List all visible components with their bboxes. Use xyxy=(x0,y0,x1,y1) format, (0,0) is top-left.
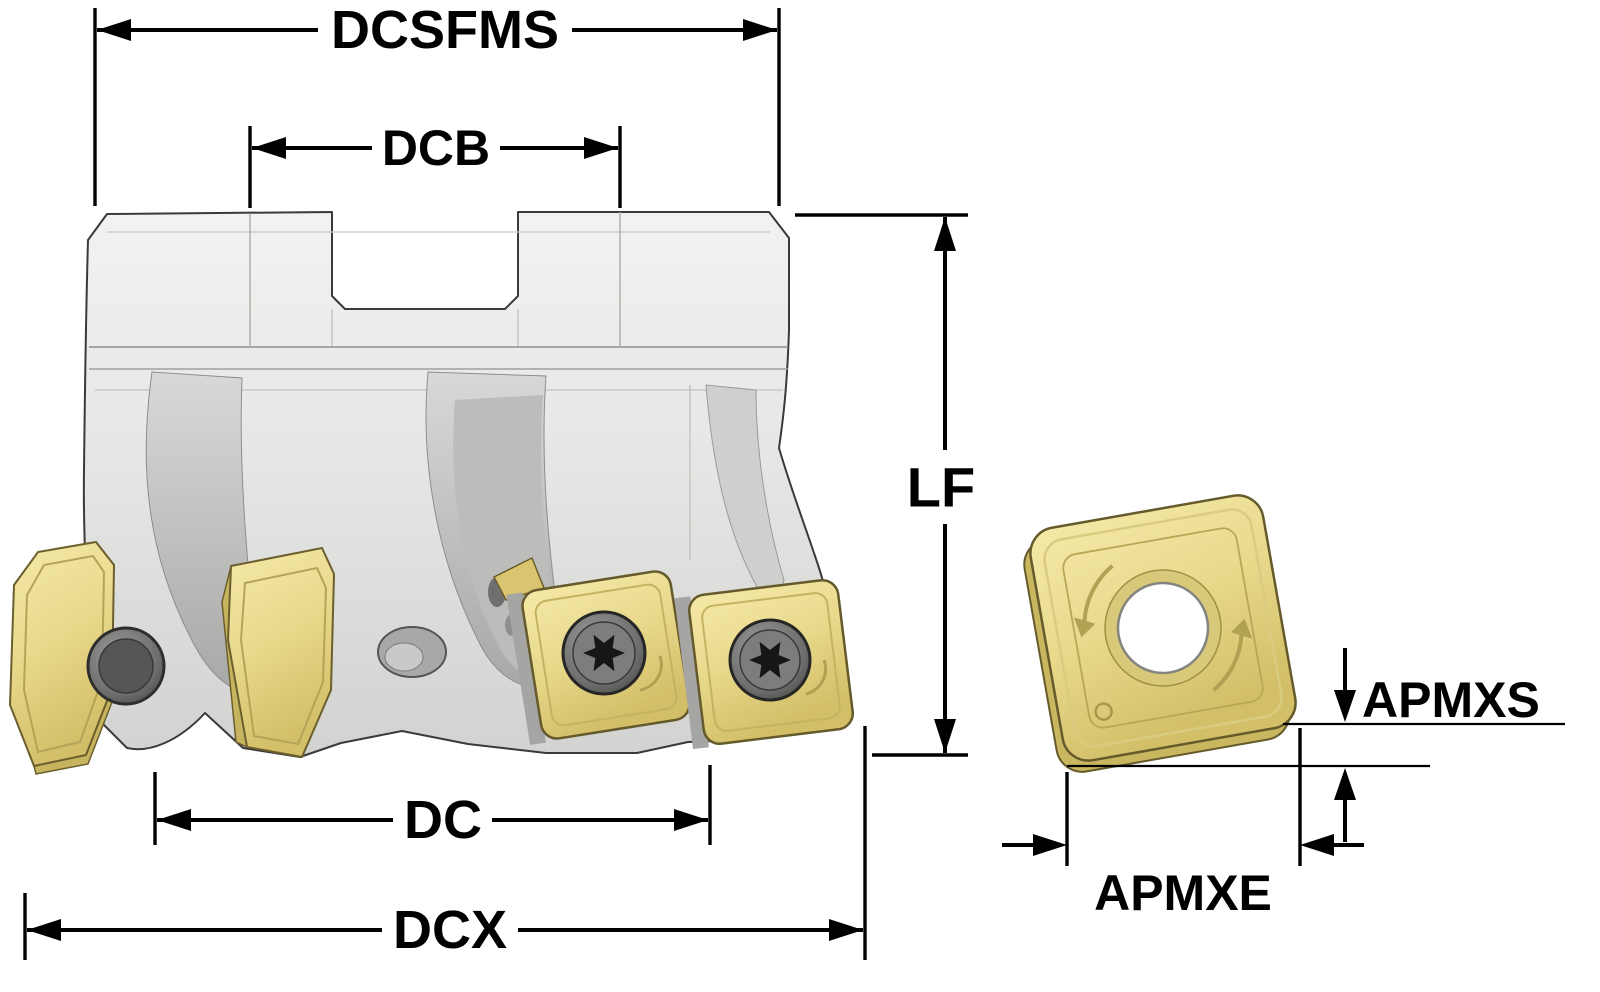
insert2-face xyxy=(226,546,336,759)
dim-label-lf: LF xyxy=(907,456,975,519)
arrowhead-left xyxy=(97,19,131,41)
arrowhead-right-pointing xyxy=(1033,834,1067,856)
arrowhead-right xyxy=(584,137,618,159)
arrowhead-left xyxy=(252,137,286,159)
rotation-arrow-lower xyxy=(1212,630,1244,692)
torx-screw-right xyxy=(728,618,828,702)
insert-inner-edge-ring xyxy=(1062,527,1264,729)
dim-label-dcb: DCB xyxy=(382,120,490,176)
insert-hole xyxy=(1116,581,1210,675)
arrowhead-left-pointing xyxy=(1300,834,1334,856)
torx-star-icon xyxy=(749,641,791,679)
dim-label-dcsfms: DCSFMS xyxy=(331,0,559,60)
screw-recess xyxy=(98,638,154,694)
arrowhead-left xyxy=(157,809,191,831)
torx-star-icon xyxy=(583,634,625,672)
arrowhead-down xyxy=(934,719,956,753)
insert4-pocket-shadow xyxy=(506,592,546,745)
corner-indicator-dot xyxy=(1094,702,1113,721)
insert4-rotation-mark xyxy=(639,655,663,692)
pocket-bore-inner xyxy=(384,642,424,672)
dim-label-dc: DC xyxy=(404,790,482,850)
arrowhead-up xyxy=(934,217,956,251)
dim-dcsfms: DCSFMS xyxy=(93,0,781,206)
insert-left-edge xyxy=(8,540,116,775)
dim-dc: DC xyxy=(153,765,712,850)
insert-left-inner-line xyxy=(22,554,106,754)
dim-label-apmxs: APMXS xyxy=(1362,672,1540,728)
arrowhead-right xyxy=(829,919,863,941)
rotation-arrow-lower-head xyxy=(1230,618,1253,639)
insert4-chamfer-line xyxy=(534,583,678,727)
clamp-screw-left xyxy=(86,626,166,706)
insert-chamfer-ring xyxy=(1043,508,1283,748)
dim-apmxe: APMXE xyxy=(1002,728,1364,921)
insert-detail-rotated xyxy=(1023,494,1297,773)
dim-label-apmxe: APMXE xyxy=(1094,865,1272,921)
insert5-rotation-mark xyxy=(805,659,828,696)
arrowhead-up xyxy=(1334,768,1356,800)
dim-lf: LF xyxy=(795,213,975,757)
rotation-arrow-upper-head xyxy=(1073,617,1096,638)
insert2-inner-line xyxy=(239,566,328,746)
dim-dcb: DCB xyxy=(248,120,622,208)
insert5-chamfer-line xyxy=(701,592,841,732)
arrowhead-left xyxy=(27,919,61,941)
cutter-body xyxy=(8,211,855,775)
arrowhead-right xyxy=(674,809,708,831)
insert-detail-view xyxy=(1023,494,1297,773)
insert-second-edge xyxy=(221,546,336,759)
dim-dcx: DCX xyxy=(23,726,867,960)
insert-left-face xyxy=(8,540,116,768)
dim-label-dcx: DCX xyxy=(393,900,507,960)
rotation-arrow-upper xyxy=(1082,564,1114,626)
arrowhead-right xyxy=(743,19,777,41)
arrowhead-down xyxy=(1334,690,1356,722)
dim-apmxs: APMXS xyxy=(1067,648,1565,842)
torx-screw-center xyxy=(561,610,663,696)
